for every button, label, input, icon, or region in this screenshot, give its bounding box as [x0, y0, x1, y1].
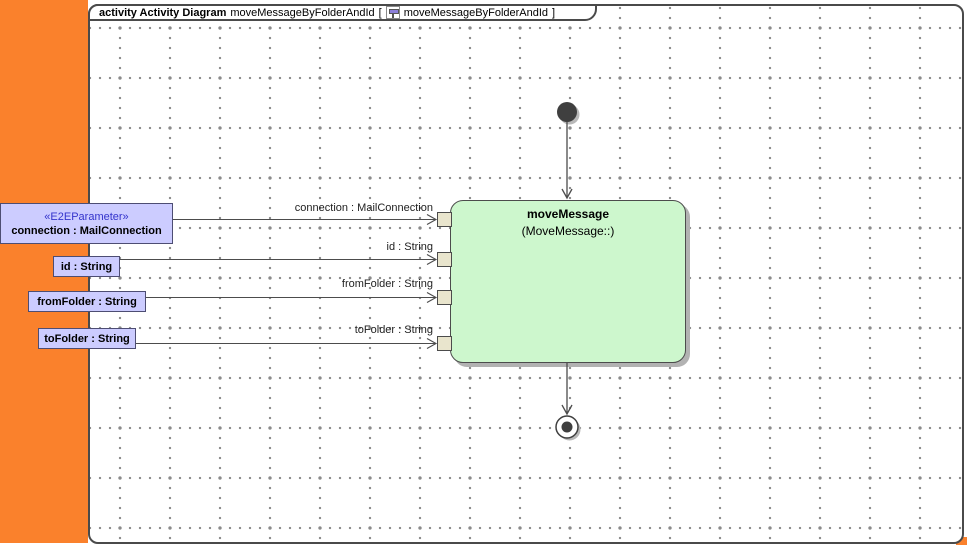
parameter-node-id[interactable]: id : String [53, 256, 120, 277]
pin-label-connection[interactable]: connection : MailConnection [294, 202, 433, 214]
diagram-kind-label: activity Activity Diagram [99, 6, 227, 19]
parameter-node-toFolder[interactable]: toFolder : String [38, 328, 136, 349]
close-bracket: ] [552, 6, 556, 19]
activity-diagram-icon [385, 6, 400, 19]
parameter-node-connection[interactable]: «E2EParameter» connection : MailConnecti… [0, 203, 173, 244]
input-pin-toFolder[interactable] [437, 336, 452, 351]
diagram-name: moveMessageByFolderAndId [230, 6, 375, 19]
input-pin-connection[interactable] [437, 212, 452, 227]
pin-label-id[interactable]: id : String [386, 241, 433, 253]
action-name: moveMessage [526, 207, 610, 221]
diagram-frame-tab[interactable]: activity Activity Diagram moveMessageByF… [88, 4, 597, 21]
parameter-name: fromFolder : String [37, 295, 137, 308]
corner-background-sliver [956, 537, 967, 545]
parameter-stereotype: «E2EParameter» [44, 210, 129, 223]
pin-label-toFolder[interactable]: toFolder : String [354, 324, 433, 336]
input-pin-fromFolder[interactable] [437, 290, 452, 305]
action-node-moveMessage[interactable]: moveMessage (MoveMessage::) [450, 200, 686, 363]
input-pin-id[interactable] [437, 252, 452, 267]
diagram-frame-canvas[interactable] [88, 4, 964, 544]
pin-label-fromFolder[interactable]: fromFolder : String [341, 278, 433, 290]
action-behavior: (MoveMessage::) [521, 224, 615, 238]
parameter-name: connection : MailConnection [11, 224, 162, 237]
open-bracket: [ [378, 6, 382, 19]
parameter-name: toFolder : String [44, 332, 130, 345]
parameter-node-fromFolder[interactable]: fromFolder : String [28, 291, 146, 312]
diagram-ref-name: moveMessageByFolderAndId [403, 6, 549, 19]
parameter-name: id : String [60, 260, 113, 273]
